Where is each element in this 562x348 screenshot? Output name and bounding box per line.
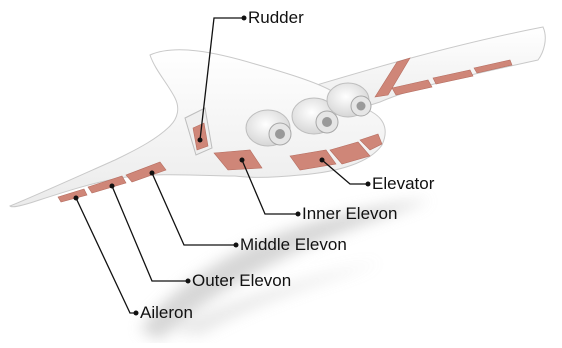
aileron-label: Aileron — [140, 303, 193, 323]
inner-elevon-label-dot — [296, 212, 301, 217]
rudder-target-dot — [198, 138, 203, 143]
outer-elevon-label-dot — [186, 279, 191, 284]
elevator-label-dot — [366, 182, 371, 187]
aileron-target-dot — [74, 196, 79, 201]
elevator-label: Elevator — [372, 174, 434, 194]
rudder-label-dot — [242, 16, 247, 21]
inner-elevon-label: Inner Elevon — [302, 204, 397, 224]
outer-elevon-target-dot — [110, 184, 115, 189]
aileron-leader — [76, 198, 136, 313]
rudder-label: Rudder — [248, 8, 304, 28]
middle-elevon-leader — [152, 173, 236, 245]
inner-elevon-target-dot — [240, 158, 245, 163]
engine-nacelle — [246, 110, 291, 146]
outer-elevon-leader — [112, 186, 188, 281]
middle-elevon-label-dot — [234, 243, 239, 248]
aileron-label-dot — [134, 311, 139, 316]
outer-elevon-label: Outer Elevon — [192, 271, 291, 291]
elevator-target-dot — [320, 158, 325, 163]
middle-elevon-target-dot — [150, 171, 155, 176]
middle-elevon-label: Middle Elevon — [240, 235, 347, 255]
